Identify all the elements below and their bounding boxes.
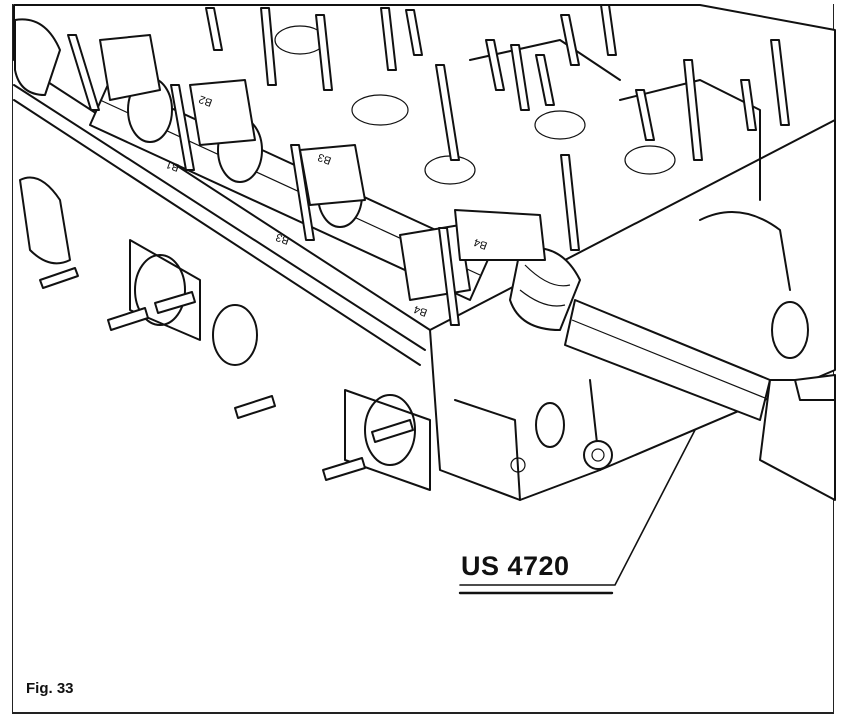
callout-leader [458, 429, 696, 595]
stud [510, 44, 530, 111]
manifold-studs [39, 267, 414, 481]
stud [315, 14, 333, 91]
stud [435, 64, 460, 161]
stud [380, 7, 397, 71]
stud [600, 4, 617, 56]
stud [560, 14, 580, 66]
stud [683, 59, 703, 161]
cap-label-b3: B3 [316, 151, 333, 167]
stud [635, 89, 655, 141]
stud [170, 84, 195, 171]
stud [405, 9, 423, 56]
extractor-tool [564, 299, 836, 501]
stud [290, 144, 315, 241]
cap-label-b4: B4 [412, 303, 429, 319]
stud [535, 54, 555, 106]
cap-label-b3: B3 [274, 231, 291, 247]
stud [485, 39, 505, 91]
figure-caption: Fig. 33 [26, 680, 74, 697]
stud [438, 227, 460, 326]
tool-callout-label: US 4720 [461, 551, 570, 581]
cap-label-b2: B2 [197, 93, 214, 109]
cap-label-b4: B4 [472, 236, 489, 252]
stud [560, 154, 580, 251]
bearing-cap-labels: B1 B2 B3 B3 B4 B4 [164, 93, 489, 319]
stud [770, 39, 790, 126]
studs [67, 4, 790, 326]
stud [67, 34, 100, 111]
stud [260, 7, 277, 86]
cap-label-b1: B1 [164, 158, 181, 174]
stud [740, 79, 757, 131]
stud [205, 7, 223, 51]
